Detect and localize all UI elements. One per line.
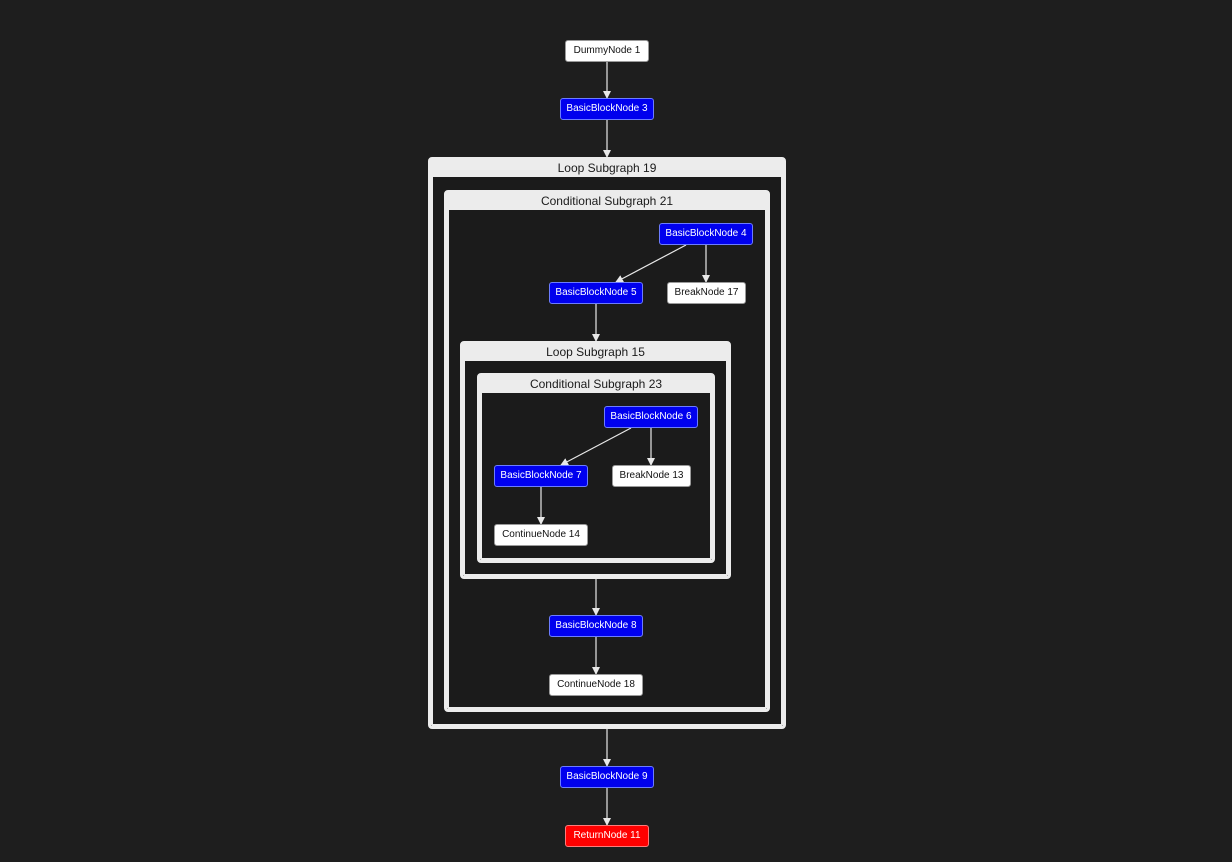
basic-block-node-6[interactable]: BasicBlockNode 6	[604, 406, 698, 428]
subgraph-body	[463, 361, 728, 576]
subgraph-body	[480, 393, 712, 560]
continue-node-14[interactable]: ContinueNode 14	[494, 524, 588, 546]
continue-node-18[interactable]: ContinueNode 18	[549, 674, 643, 696]
subgraph-title: Conditional Subgraph 23	[480, 376, 712, 393]
basic-block-node-3[interactable]: BasicBlockNode 3	[560, 98, 654, 120]
subgraph-title: Loop Subgraph 19	[431, 160, 783, 177]
break-node-13[interactable]: BreakNode 13	[612, 465, 691, 487]
break-node-17[interactable]: BreakNode 17	[667, 282, 746, 304]
basic-block-node-7[interactable]: BasicBlockNode 7	[494, 465, 588, 487]
basic-block-node-9[interactable]: BasicBlockNode 9	[560, 766, 654, 788]
basic-block-node-8[interactable]: BasicBlockNode 8	[549, 615, 643, 637]
subgraph-body	[447, 210, 767, 709]
basic-block-node-5[interactable]: BasicBlockNode 5	[549, 282, 643, 304]
return-node-11[interactable]: ReturnNode 11	[565, 825, 649, 847]
dummy-node-1[interactable]: DummyNode 1	[565, 40, 649, 62]
basic-block-node-4[interactable]: BasicBlockNode 4	[659, 223, 753, 245]
subgraph-title: Loop Subgraph 15	[463, 344, 728, 361]
subgraph-body	[431, 177, 783, 726]
subgraph-title: Conditional Subgraph 21	[447, 193, 767, 210]
